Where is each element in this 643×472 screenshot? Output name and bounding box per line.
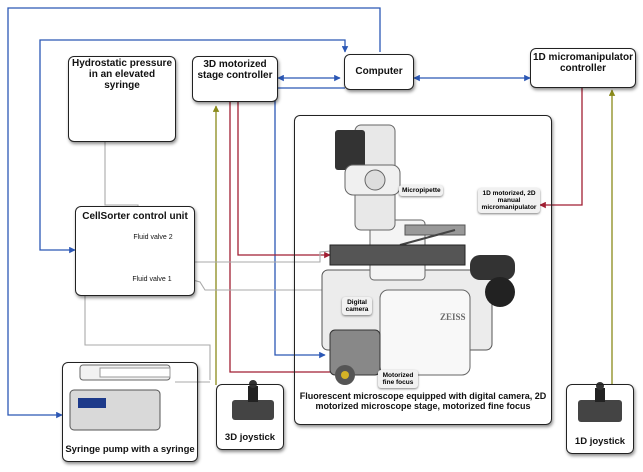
- camera-callout: Digital camera: [342, 297, 372, 316]
- cellsorter-label: CellSorter control unit: [82, 211, 188, 222]
- micromanipulator-controller-box: [530, 48, 636, 88]
- joystick-1d-box: [566, 384, 634, 454]
- syringe-pump-box: [62, 362, 198, 462]
- micropipette-callout: Micropipette: [399, 185, 443, 197]
- stage-controller-box: [192, 56, 278, 102]
- joystick-1d-label: 1D joystick: [574, 436, 626, 447]
- fluid-valve-1-label: Fluid valve 1: [132, 276, 172, 283]
- joystick-3d-label: 3D joystick: [224, 432, 276, 443]
- edge-controller-to-micromanipulator: [539, 88, 583, 209]
- edge-computer-to-cellsorter: [39, 39, 349, 254]
- microscope-image: ZEISS: [321, 124, 515, 385]
- syringe-pump-image: [69, 364, 171, 431]
- computer-box[interactable]: [344, 54, 414, 90]
- edge-computer-to-microscope: [274, 87, 345, 359]
- fluid-valve-2-label: Fluid valve 2: [133, 234, 173, 241]
- blue-connections: [7, 7, 531, 419]
- stage-controller-label: 3D motorized stage controller: [197, 59, 273, 82]
- microscope-label: Fluorescent microscope equipped with dig…: [299, 391, 547, 412]
- edge-computer-to-syringe-pump: [7, 7, 381, 419]
- olive-connections: [212, 89, 616, 385]
- joystick-3d-box: [216, 384, 284, 450]
- micromanipulator-callout: 1D motorized, 2D manual micromanipulator: [478, 188, 540, 214]
- hydrostatic-label: Hydrostatic pressure in an elevated syri…: [71, 58, 173, 92]
- micromanipulator-controller-label: 1D micromanipulator controller: [532, 52, 634, 75]
- fine-focus-callout: Motorized fine focus: [378, 370, 418, 389]
- red-connections: [229, 88, 583, 376]
- edge-stage-controller-to-fine-focus: [229, 101, 341, 376]
- microscope-box: [294, 115, 552, 425]
- cellsorter-box: [75, 206, 195, 296]
- edge-stage-controller-to-stage: [237, 101, 331, 259]
- hydrostatic-box: [68, 56, 176, 142]
- svg-text:ZEISS: ZEISS: [440, 312, 466, 322]
- computer-label: Computer: [355, 66, 403, 77]
- syringe-pump-label: Syringe pump with a syringe: [65, 444, 195, 455]
